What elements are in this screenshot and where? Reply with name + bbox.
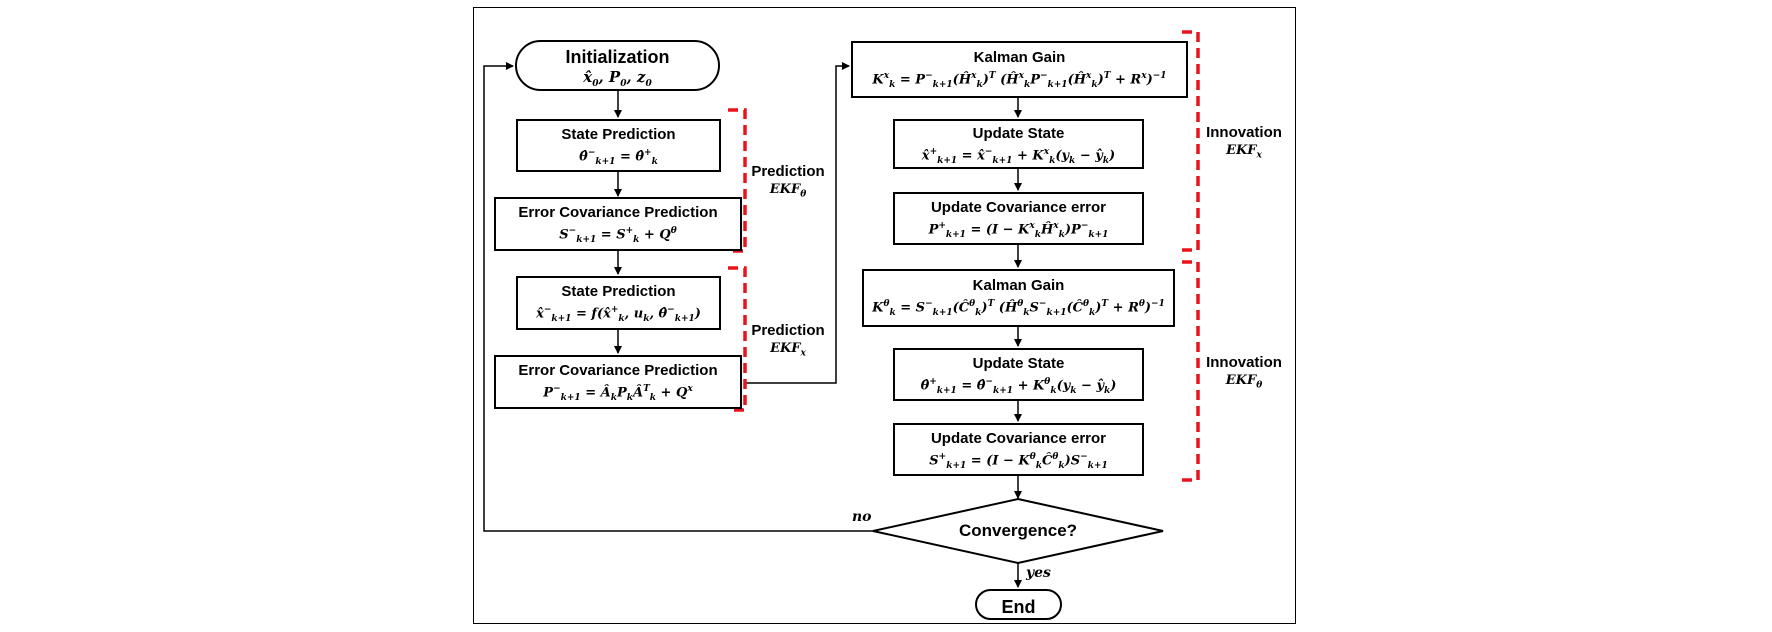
state-prediction-theta-box: State Prediction θ̂−k+1 = θ̂+k (516, 119, 721, 172)
update-state-x-eq: x̂+k+1 = x̂−k+1 + Kxk(yk − ŷk) (921, 147, 1116, 166)
prediction-theta-sub: EKFθ (769, 182, 807, 200)
convergence-diamond (872, 497, 1164, 565)
bracket-innovation-x (1182, 30, 1200, 252)
innovation-theta-sub: EKFθ (1225, 373, 1263, 391)
prediction-x-side-label: Prediction EKFx (748, 322, 828, 363)
update-cov-theta-title: Update Covariance error (930, 430, 1107, 447)
kalman-gain-x-eq: Kxk = P−k+1(Ĥxk)T (ĤxkP−k+1(Ĥxk)T + Rx)−… (872, 71, 1167, 90)
state-prediction-x-eq: x̂−k+1 = f(x̂+k, uk, θ̂−k+1) (536, 305, 701, 324)
error-cov-prediction-x-eq: P−k+1 = ÂkPkÂTk + Qx (543, 384, 693, 403)
diagram-frame (473, 7, 1296, 624)
innovation-x-label: Innovation (1206, 124, 1282, 141)
update-state-x-title: Update State (972, 125, 1065, 142)
kalman-gain-x-box: Kalman Gain Kxk = P−k+1(Ĥxk)T (ĤxkP−k+1(… (851, 41, 1188, 98)
update-cov-theta-box: Update Covariance error S+k+1 = (I − Kθk… (893, 423, 1144, 476)
no-edge-label: no (852, 509, 872, 525)
error-cov-prediction-x-box: Error Covariance Prediction P−k+1 = ÂkPk… (494, 355, 742, 409)
arrow-prediction-to-kalman-gain-x (744, 62, 850, 384)
innovation-theta-label: Innovation (1206, 354, 1282, 371)
state-prediction-x-title: State Prediction (561, 283, 676, 300)
bracket-innovation-theta (1182, 260, 1200, 482)
kalman-gain-theta-box: Kalman Gain Kθk = S−k+1(Ĉθk)T (ĤθkS−k+1(… (862, 269, 1175, 327)
innovation-x-sub: EKFx (1226, 143, 1262, 161)
error-cov-prediction-x-title: Error Covariance Prediction (518, 362, 718, 379)
kalman-gain-x-title: Kalman Gain (973, 49, 1066, 66)
arrow-no-loop-back (483, 62, 873, 532)
state-prediction-theta-title: State Prediction (561, 126, 676, 143)
prediction-x-sub: EKFx (770, 341, 806, 359)
bracket-prediction-x (728, 266, 747, 412)
yes-edge-label: yes (1026, 565, 1051, 581)
prediction-x-label: Prediction (751, 322, 825, 339)
prediction-theta-side-label: Prediction EKFθ (748, 163, 828, 204)
end-node: End (975, 589, 1062, 620)
kalman-gain-theta-title: Kalman Gain (972, 277, 1065, 294)
update-state-theta-title: Update State (972, 355, 1065, 372)
update-state-theta-eq: θ̂+k+1 = θ̂−k+1 + Kθk(yk − ŷk) (920, 377, 1117, 396)
update-cov-x-title: Update Covariance error (930, 199, 1107, 216)
initialization-title: Initialization (565, 47, 670, 67)
innovation-x-side-label: Innovation EKFx (1199, 124, 1289, 165)
bracket-prediction-theta (728, 108, 747, 253)
error-cov-prediction-theta-box: Error Covariance Prediction S−k+1 = S+k … (494, 197, 742, 251)
initialization-node: Initialization x̂0, P0, z0 (515, 40, 720, 91)
state-prediction-theta-eq: θ̂−k+1 = θ̂+k (579, 148, 658, 167)
update-cov-x-box: Update Covariance error P+k+1 = (I − Kxk… (893, 192, 1144, 245)
end-title: End (1001, 597, 1036, 617)
error-cov-prediction-theta-eq: S−k+1 = S+k + Qθ (559, 226, 677, 245)
update-cov-x-eq: P+k+1 = (I − KxkĤxk)P−k+1 (928, 221, 1109, 240)
update-state-theta-box: Update State θ̂+k+1 = θ̂−k+1 + Kθk(yk − … (893, 348, 1144, 401)
kalman-gain-theta-eq: Kθk = S−k+1(Ĉθk)T (ĤθkS−k+1(Ĉθk)T + Rθ)−… (872, 299, 1165, 318)
error-cov-prediction-theta-title: Error Covariance Prediction (518, 204, 718, 221)
update-state-x-box: Update State x̂+k+1 = x̂−k+1 + Kxk(yk − … (893, 119, 1144, 169)
state-prediction-x-box: State Prediction x̂−k+1 = f(x̂+k, uk, θ̂… (516, 276, 721, 330)
convergence-label: Convergence? (958, 521, 1078, 540)
initialization-eq: x̂0, P0, z0 (583, 68, 652, 89)
update-cov-theta-eq: S+k+1 = (I − KθkĈθk)S−k+1 (929, 452, 1108, 471)
innovation-theta-side-label: Innovation EKFθ (1199, 354, 1289, 395)
prediction-theta-label: Prediction (751, 163, 825, 180)
